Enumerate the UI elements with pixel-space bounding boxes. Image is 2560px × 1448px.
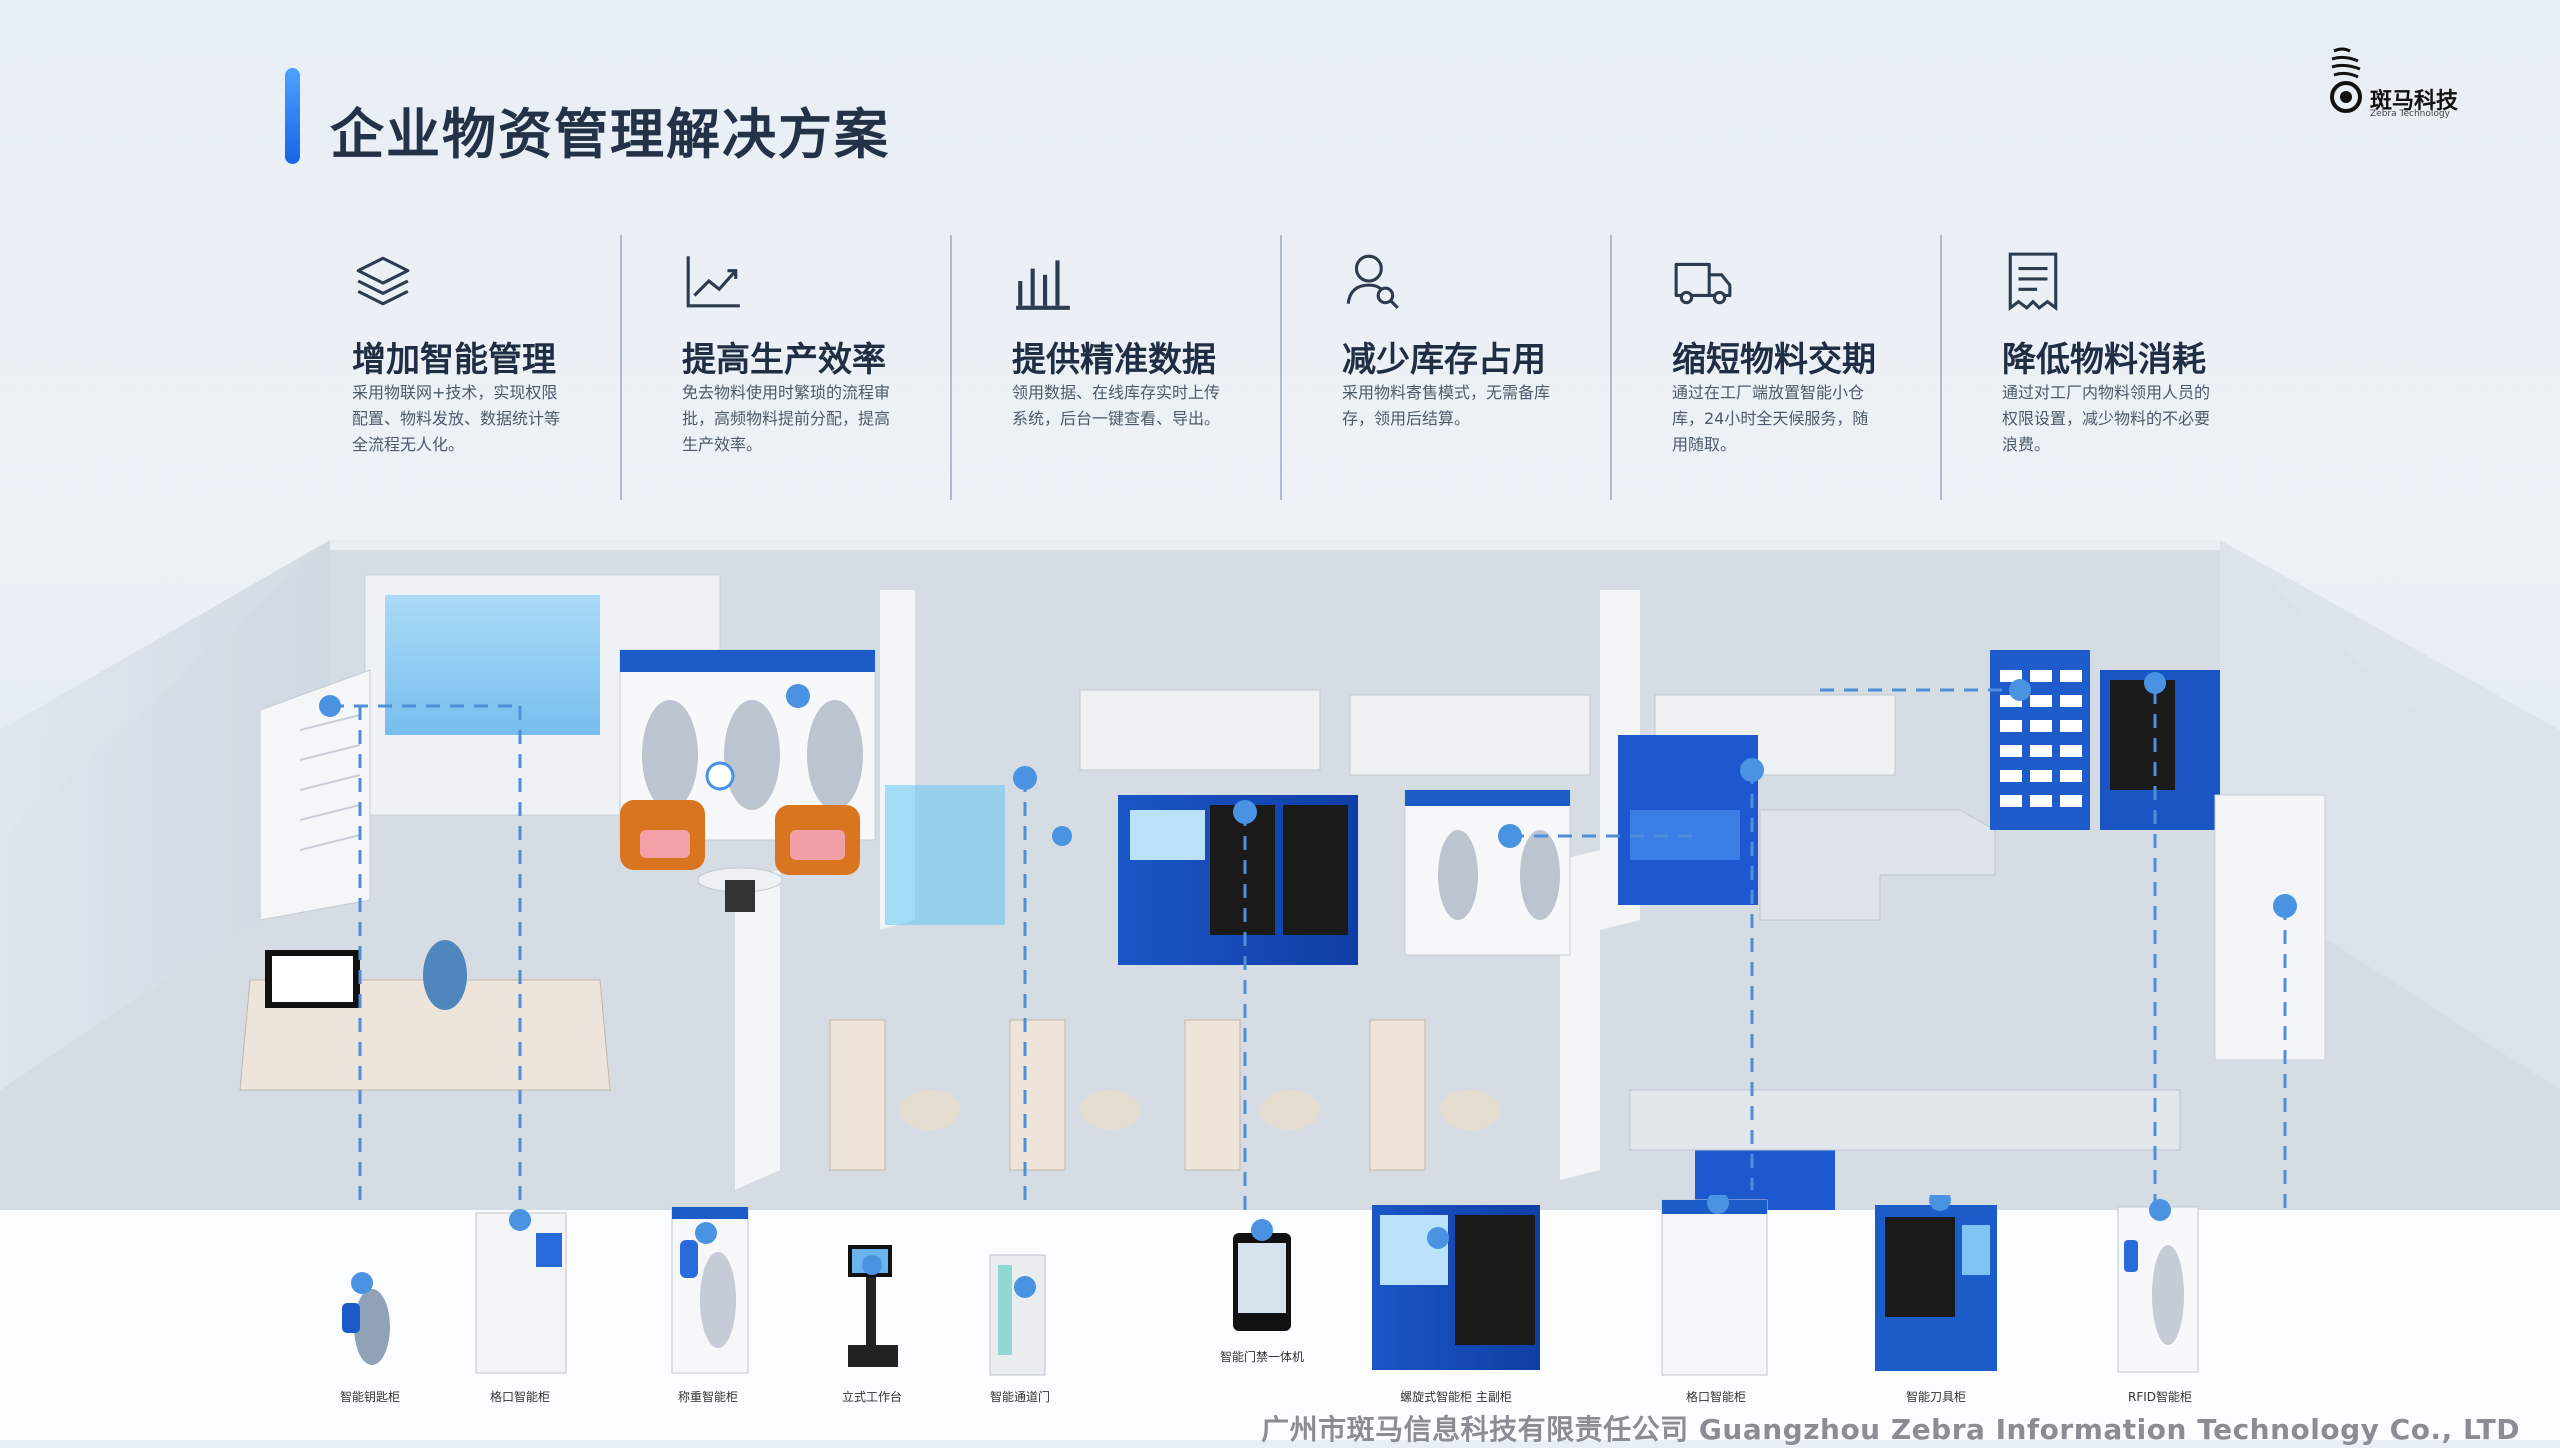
- product-label: 螺旋式智能柜 主副柜: [1400, 1390, 1512, 1404]
- receipt-icon: [2008, 252, 2058, 311]
- feature-title: 增加智能管理: [352, 340, 556, 380]
- product-label: 称重智能柜: [677, 1390, 739, 1404]
- key-cabinet-product: [342, 1272, 390, 1365]
- product-label: 智能通道门: [989, 1390, 1051, 1404]
- product-label: 格口智能柜: [1685, 1390, 1747, 1404]
- title-accent-bar: [285, 68, 300, 164]
- divider: [620, 235, 622, 500]
- feature-desc: 通过在工厂端放置智能小仓库，24小时全天候服务，随用随取。: [1672, 383, 1869, 454]
- feature-desc: 采用物联网+技术，实现权限配置、物料发放、数据统计等全流程无人化。: [352, 383, 561, 454]
- logo-text-en: Zebra Technology: [2370, 109, 2450, 119]
- product-label: RFID智能柜: [2127, 1390, 2193, 1404]
- truck-icon: [1674, 262, 1732, 305]
- feature-desc: 通过对工厂内物料领用人员的权限设置，减少物料的不必要浪费。: [2002, 383, 2211, 454]
- factory-scene-illustration: [0, 540, 2560, 1210]
- product-label: 智能刀具柜: [1905, 1390, 1967, 1404]
- feature-desc: 领用数据、在线库存实时上传系统，后台一键查看、导出。: [1012, 383, 1221, 428]
- divider: [950, 235, 952, 500]
- product-label: 立式工作台: [841, 1390, 903, 1404]
- feature-title: 提高生产效率: [682, 340, 886, 380]
- logo-text-cn: 斑马科技: [2370, 89, 2459, 114]
- feature-title: 减少库存占用: [1342, 340, 1546, 380]
- user-search-icon: [1346, 254, 1399, 309]
- divider: [1940, 235, 1942, 500]
- feature-title: 降低物料消耗: [2002, 340, 2206, 380]
- company-logo: 斑马科技 Zebra Technology: [2328, 45, 2478, 125]
- page-title: 企业物资管理解决方案: [330, 103, 890, 166]
- trend-chart-icon: [686, 256, 740, 308]
- feature-title: 缩短物料交期: [1672, 340, 1876, 380]
- product-label: 智能门禁一体机: [1219, 1350, 1305, 1364]
- company-footer: 广州市斑马信息科技有限责任公司 Guangzhou Zebra Informat…: [1261, 1413, 2520, 1446]
- bar-chart-icon: [1016, 260, 1070, 310]
- divider: [1610, 235, 1612, 500]
- feature-desc: 采用物料寄售模式，无需备库存，领用后结算。: [1342, 383, 1551, 428]
- divider: [1280, 235, 1282, 500]
- product-lineup-illustration: [342, 1195, 2199, 1376]
- feature-desc: 免去物料使用时繁琐的流程审批，高频物料提前分配，提高生产效率。: [682, 383, 891, 454]
- product-label: 智能钥匙柜: [339, 1390, 401, 1404]
- zebra-logo-icon: [2330, 47, 2362, 113]
- product-label: 格口智能柜: [489, 1390, 551, 1404]
- layers-icon: [356, 256, 410, 306]
- feature-title: 提供精准数据: [1012, 340, 1216, 380]
